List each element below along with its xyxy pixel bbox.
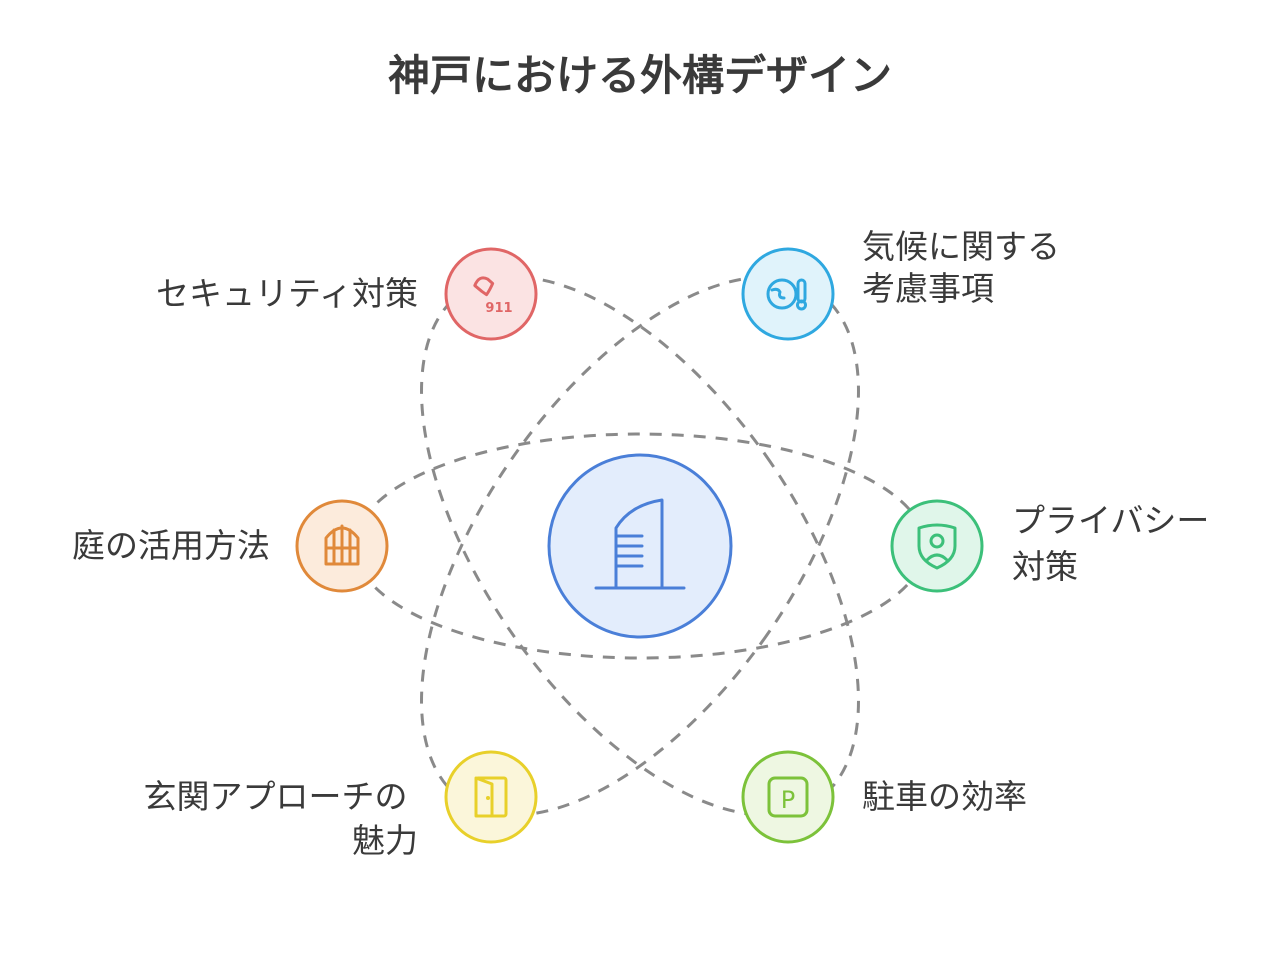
center-hub [547, 453, 733, 639]
phone-911-text: 911 [485, 301, 512, 316]
phone-911-icon: 911 [473, 276, 513, 316]
parking-circle [741, 750, 835, 844]
node-garden: 庭の活用方法 [72, 499, 389, 593]
diagram-title: 神戸における外構デザイン [388, 51, 892, 100]
entrance-label: 玄関アプローチの 魅力 [144, 777, 419, 860]
globe-thermometer-icon [766, 278, 807, 311]
privacy-label: プライバシー 対策 [1012, 501, 1220, 586]
parking-icon: P [767, 776, 809, 818]
security-label: セキュリティ対策 [156, 274, 418, 313]
gate-icon [324, 524, 360, 566]
node-parking: P 駐車の効率 [741, 750, 1027, 844]
node-climate: 気候に関する 考慮事項 [741, 227, 1071, 341]
shield-user-icon [917, 523, 957, 570]
climate-circle [741, 247, 835, 341]
door-icon [474, 776, 508, 818]
parking-label: 駐車の効率 [862, 777, 1027, 816]
climate-label: 気候に関する 考慮事項 [862, 227, 1071, 308]
building-icon [594, 498, 686, 590]
node-entrance: 玄関アプローチの 魅力 [144, 750, 538, 860]
parking-icon-text: P [781, 786, 795, 814]
garden-label: 庭の活用方法 [72, 526, 270, 565]
node-security: 911 セキュリティ対策 [156, 247, 538, 341]
security-circle [444, 247, 538, 341]
node-privacy: プライバシー 対策 [890, 499, 1220, 593]
